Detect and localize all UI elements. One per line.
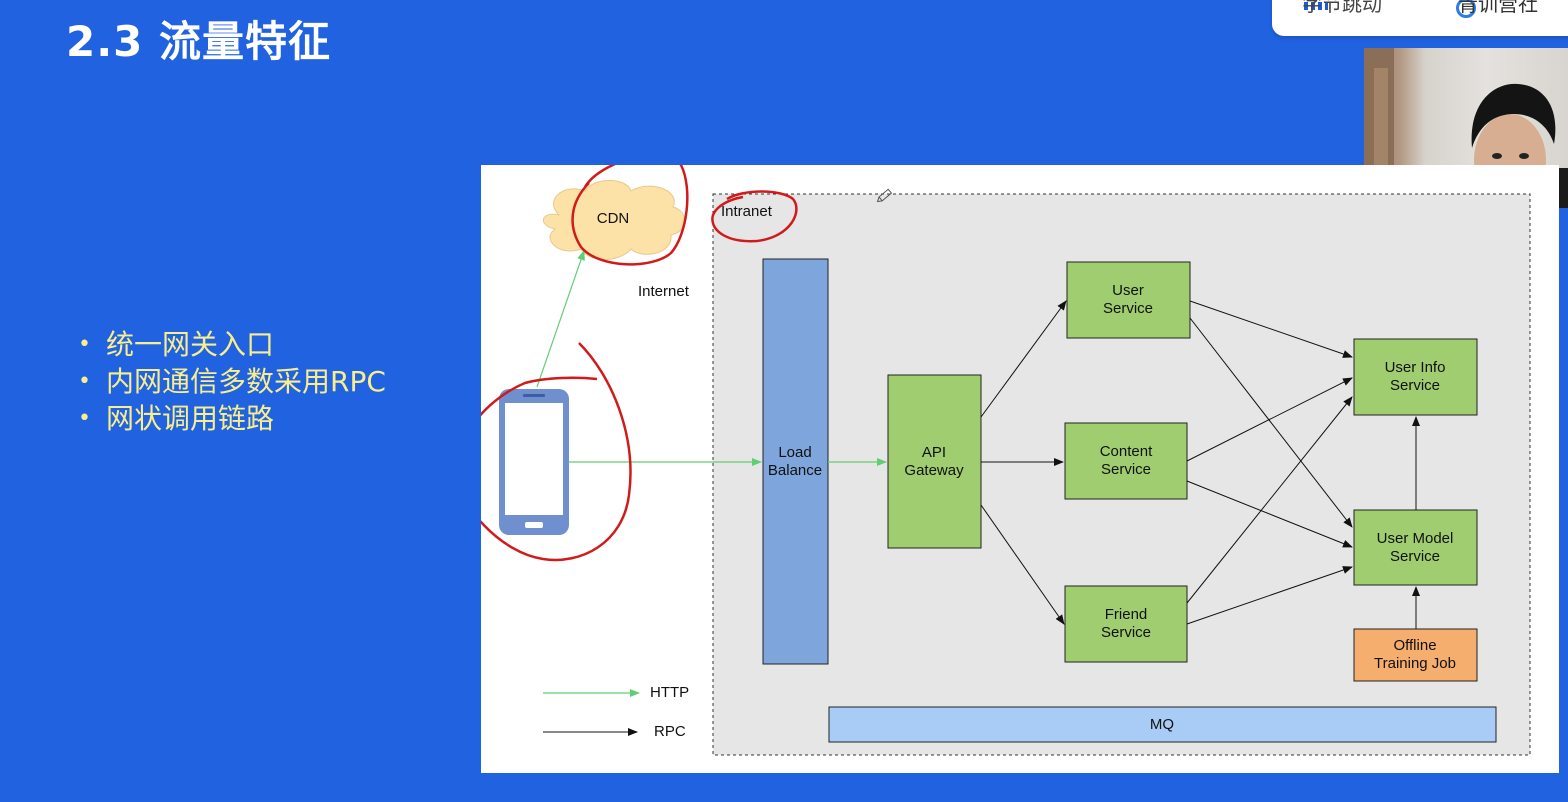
api-gateway-box	[887, 374, 982, 549]
user-info-service-label: User Info Service	[1384, 359, 1446, 394]
rpc-arrow	[1189, 317, 1353, 528]
annotation-circle-intranet	[711, 190, 798, 243]
architecture-diagram: CDN Internet Intranet Load Balance API G…	[481, 165, 1559, 773]
bullet-dot: •	[78, 369, 91, 394]
rpc-arrow	[980, 300, 1067, 418]
rpc-arrow	[1186, 377, 1353, 462]
bullet-item: • 网状调用链路	[78, 400, 386, 437]
bullet-list: • 统一网关入口 • 内网通信多数采用RPC • 网状调用链路	[78, 326, 386, 437]
pencil-cursor-icon	[876, 188, 893, 203]
api-gateway-label: API Gateway	[904, 444, 964, 479]
slide-title: 2.3 流量特征	[66, 17, 332, 66]
bullet-item: • 统一网关入口	[78, 326, 386, 363]
user-service-label: User Service	[1102, 282, 1154, 317]
bullet-dot: •	[78, 332, 91, 357]
bytedance-logo-icon	[1304, 2, 1328, 10]
user-model-service-box	[1353, 509, 1478, 586]
rpc-arrow	[1189, 300, 1353, 358]
diagram-canvas	[481, 165, 1531, 756]
bullet-text: 网状调用链路	[106, 402, 275, 435]
mobile-phone-icon	[499, 389, 569, 535]
camp-logo-icon	[1456, 0, 1476, 18]
cdn-label: CDN	[596, 210, 630, 227]
bullet-text: 统一网关入口	[106, 328, 275, 361]
rpc-arrow	[1186, 396, 1353, 604]
mq-label: MQ	[1149, 716, 1175, 733]
brand-right-text: 青训营社	[1458, 0, 1538, 16]
rpc-arrow	[1186, 566, 1353, 625]
rpc-arrow	[1186, 480, 1353, 548]
bullet-item: • 内网通信多数采用RPC	[78, 363, 386, 400]
friend-service-box	[1064, 585, 1188, 663]
annotation-circle-cdn	[571, 165, 689, 266]
annotation-circle-phone	[481, 342, 632, 562]
load-balance-box	[762, 258, 829, 665]
bullet-dot: •	[78, 406, 91, 431]
internet-label: Internet	[638, 283, 689, 300]
http-arrow-phone-cdn	[536, 250, 585, 388]
user-service-box	[1066, 261, 1191, 339]
intranet-label: Intranet	[721, 203, 772, 220]
mq-box	[828, 706, 1497, 743]
legend-http-label: HTTP	[650, 684, 690, 701]
content-service-label: Content Service	[1099, 443, 1153, 478]
cdn-cloud-icon	[543, 180, 686, 260]
user-model-service-label: User Model Service	[1376, 530, 1454, 565]
user-info-service-box	[1353, 338, 1478, 416]
brand-left-text: 字节跳动	[1302, 0, 1382, 16]
offline-training-job-label: Offline Training Job	[1374, 637, 1456, 672]
load-balance-label: Load Balance	[767, 444, 823, 479]
friend-service-label: Friend Service	[1100, 606, 1152, 641]
rpc-arrow	[980, 504, 1065, 625]
bullet-text: 内网通信多数采用RPC	[106, 365, 386, 398]
brand-bar: 字节跳动 青训营社	[1272, 0, 1568, 36]
legend-rpc-label: RPC	[654, 723, 686, 740]
offline-training-job-box	[1353, 628, 1478, 682]
